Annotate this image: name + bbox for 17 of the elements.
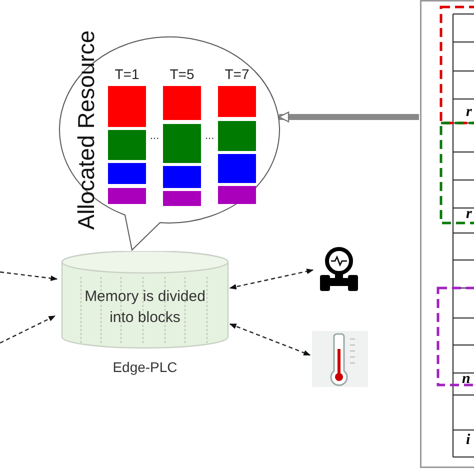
time-label: T=7: [224, 66, 250, 82]
node-caption: Edge-PLC: [112, 359, 178, 375]
arrow: [0, 315, 56, 344]
table-text: i: [466, 432, 470, 449]
ellipsis: ...: [150, 130, 160, 142]
table-text: n: [462, 371, 470, 388]
bubble-title: Allocated Resource: [73, 30, 99, 230]
arrow: [229, 323, 311, 356]
ellipsis: ...: [205, 130, 214, 142]
arrow: [0, 271, 58, 282]
table-text: r: [466, 104, 472, 121]
arrow: [229, 268, 314, 290]
cylinder-text: Memory is divided into blocks: [84, 287, 206, 328]
time-label: T=1: [114, 66, 140, 82]
arrow: [278, 112, 419, 122]
table-text: r: [466, 206, 472, 223]
time-label: T=5: [168, 66, 196, 82]
